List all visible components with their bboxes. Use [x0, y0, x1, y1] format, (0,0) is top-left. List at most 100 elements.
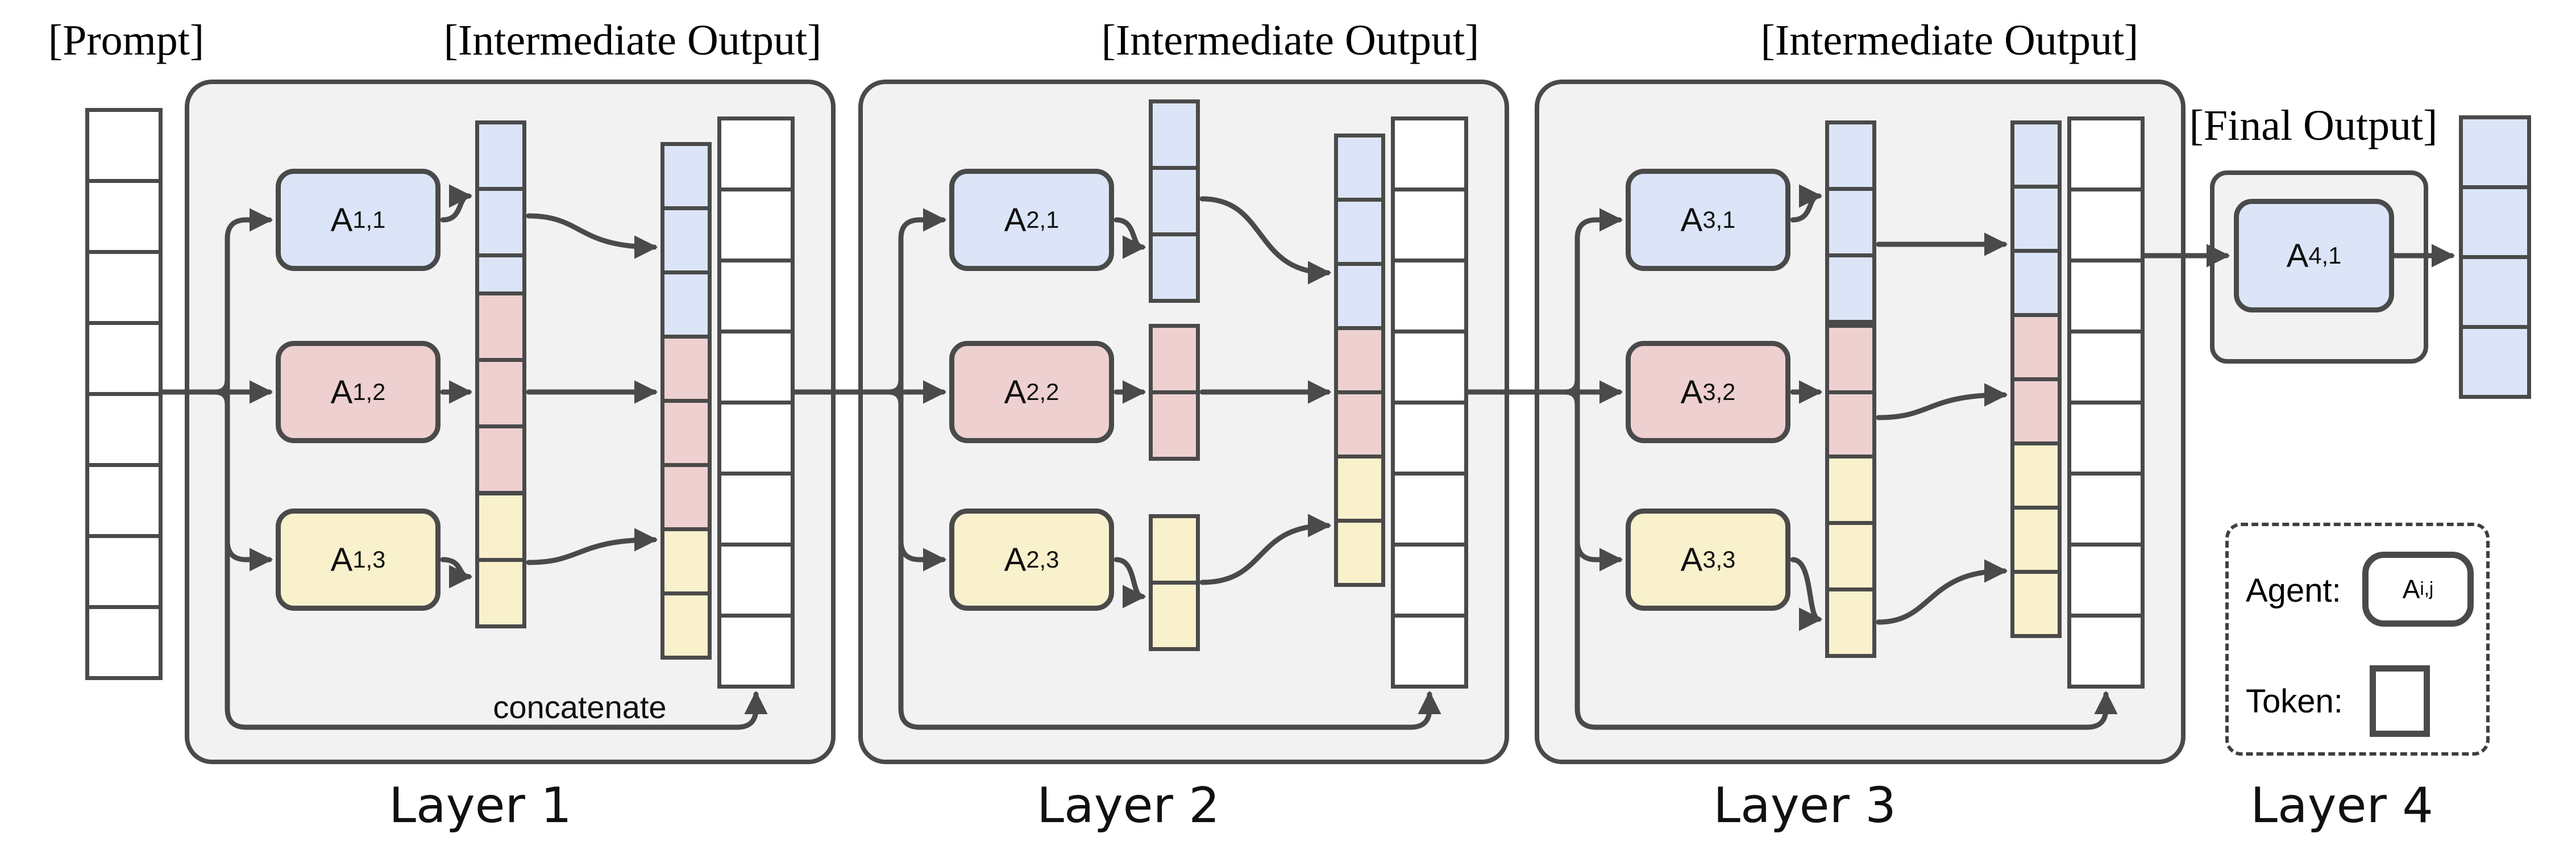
layer-2-caption: Layer 2: [1037, 777, 1220, 834]
token-cell-blue: [2463, 259, 2527, 325]
token-cell-white: [1395, 334, 1464, 401]
token-cell-blue: [1338, 137, 1381, 198]
token-cell-white: [1395, 476, 1464, 543]
agent-a33-output-column: [1825, 455, 1876, 658]
token-cell-yellow: [1829, 458, 1872, 521]
token-cell-yellow: [2014, 510, 2058, 570]
token-cell-blue: [1153, 236, 1196, 299]
token-cell-white: [721, 334, 791, 401]
token-cell-yellow: [479, 495, 522, 558]
final-output-column: [2459, 115, 2531, 399]
prompt-label: [Prompt]: [48, 16, 205, 64]
token-cell-blue: [2014, 124, 2058, 185]
layer3-concat-column: [2010, 120, 2062, 638]
token-cell-pink: [2014, 381, 2058, 441]
legend-token-label: Token:: [2246, 683, 2343, 720]
token-cell-blue: [2463, 119, 2527, 185]
token-cell-pink: [479, 428, 522, 491]
token-cell-white: [721, 120, 791, 187]
token-cell-yellow: [1338, 523, 1381, 583]
token-cell-yellow: [2014, 445, 2058, 506]
agent-a12-output-column: [475, 291, 526, 495]
token-cell-pink: [1153, 328, 1196, 390]
token-cell-blue: [1153, 170, 1196, 232]
final-output-label: [Final Output]: [2189, 102, 2438, 149]
token-cell-yellow: [1338, 458, 1381, 519]
token-cell-yellow: [1829, 591, 1872, 654]
intermediate-output-label-3: [Intermediate Output]: [1760, 16, 2139, 64]
layer1-prompt-copy-column: [717, 116, 795, 689]
token-cell-white: [721, 618, 791, 685]
token-cell-white: [89, 112, 159, 179]
token-cell-white: [2071, 120, 2141, 187]
token-cell-blue: [1338, 202, 1381, 262]
intermediate-output-label-1: [Intermediate Output]: [443, 16, 822, 64]
token-cell-pink: [1338, 330, 1381, 390]
token-cell-white: [89, 183, 159, 250]
token-cell-white: [89, 325, 159, 392]
token-cell-blue: [479, 191, 522, 253]
token-cell-pink: [664, 339, 708, 399]
token-cell-blue: [2463, 329, 2527, 395]
token-cell-white: [2071, 262, 2141, 330]
token-cell-blue: [664, 146, 708, 206]
token-cell-white: [89, 538, 159, 605]
token-cell-pink: [1829, 328, 1872, 390]
token-cell-pink: [2014, 317, 2058, 377]
token-cell-white: [1395, 120, 1464, 187]
token-cell-white: [1395, 405, 1464, 472]
token-cell-white: [89, 609, 159, 676]
token-cell-white: [2071, 334, 2141, 401]
token-cell-pink: [479, 295, 522, 358]
token-cell-yellow: [664, 531, 708, 591]
token-cell-blue: [2463, 189, 2527, 255]
token-cell-yellow: [664, 595, 708, 656]
token-cell-white: [721, 262, 791, 330]
token-cell-white: [2071, 405, 2141, 472]
token-cell-white: [1395, 191, 1464, 259]
token-cell-pink: [479, 362, 522, 424]
token-cell-blue: [2014, 253, 2058, 313]
token-cell-pink: [664, 467, 708, 527]
agent-a22-output-column: [1149, 324, 1200, 461]
token-cell-white: [2071, 191, 2141, 259]
layer3-prompt-copy-column: [2067, 116, 2145, 689]
agent-a21-output-column: [1149, 99, 1200, 303]
prompt-token-column: [85, 108, 163, 680]
layer2-concat-column: [1334, 134, 1385, 587]
token-cell-yellow: [1153, 518, 1196, 581]
token-cell-blue: [1338, 266, 1381, 326]
token-cell-white: [721, 476, 791, 543]
token-cell-yellow: [1153, 585, 1196, 647]
token-cell-yellow: [1829, 525, 1872, 587]
layer2-prompt-copy-column: [1391, 116, 1468, 689]
token-cell-blue: [664, 210, 708, 270]
agent-a13-output-column: [475, 491, 526, 628]
token-cell-blue: [479, 124, 522, 187]
concatenate-label: concatenate: [493, 689, 667, 725]
token-cell-blue: [1829, 257, 1872, 320]
intermediate-output-label-2: [Intermediate Output]: [1101, 16, 1480, 64]
token-cell-pink: [664, 403, 708, 463]
token-cell-white: [2071, 547, 2141, 614]
agent-a23-output-column: [1149, 514, 1200, 651]
token-cell-pink: [1153, 394, 1196, 457]
layer-4-caption: Layer 4: [2250, 777, 2433, 834]
token-cell-white: [721, 191, 791, 259]
token-cell-white: [2071, 618, 2141, 685]
layer-1-caption: Layer 1: [389, 777, 572, 834]
token-cell-yellow: [479, 562, 522, 624]
token-cell-pink: [1829, 394, 1872, 457]
